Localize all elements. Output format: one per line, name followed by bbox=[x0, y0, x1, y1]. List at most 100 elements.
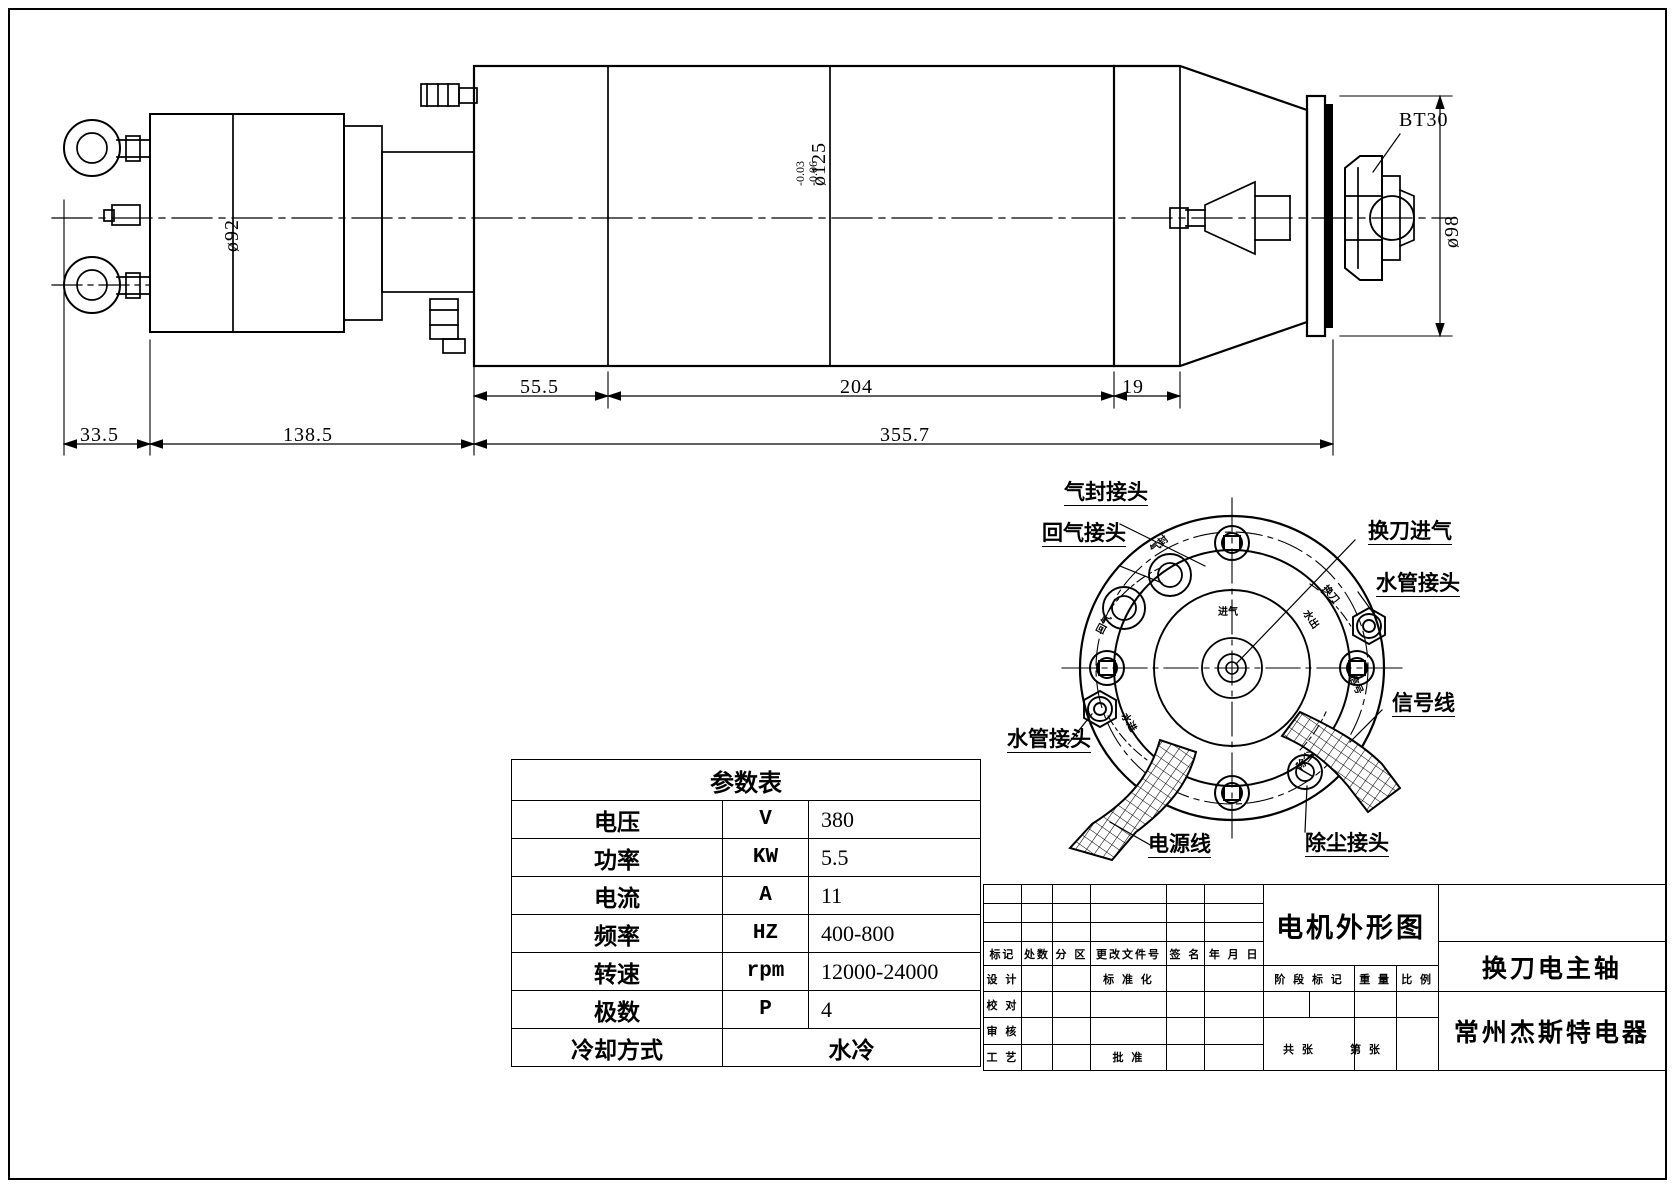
rev-cell bbox=[1166, 922, 1205, 943]
rev-cell bbox=[1089, 903, 1168, 924]
rev-cell bbox=[1020, 883, 1054, 905]
table-row: 转速 rpm 12000-24000 bbox=[511, 952, 981, 991]
dim-diameter-nose: ø98 bbox=[1441, 215, 1463, 248]
callout-water-pipe-right: 水管接头 bbox=[1376, 571, 1460, 597]
table-row: 功率 KW 5.5 bbox=[511, 838, 981, 877]
dim-diameter-rear: ø92 bbox=[221, 219, 243, 252]
rev-cell bbox=[1052, 883, 1091, 905]
scale-block bbox=[1395, 1017, 1439, 1071]
cooling-value: 水冷 bbox=[722, 1028, 981, 1067]
role-review-date bbox=[1052, 1017, 1091, 1045]
callout-air-return: 回气接头 bbox=[1042, 521, 1126, 547]
dim-length-front-step: 55.5 bbox=[520, 376, 559, 398]
rev-header-qty: 处数 bbox=[1020, 941, 1054, 967]
scale-value bbox=[1395, 991, 1439, 1019]
dim-length-rear-body: 138.5 bbox=[283, 424, 333, 446]
title-block-empty-top-right bbox=[1437, 883, 1667, 943]
callout-water-pipe-left: 水管接头 bbox=[1007, 727, 1091, 753]
param-unit: rpm bbox=[722, 952, 809, 991]
rev-cell bbox=[1089, 883, 1168, 905]
table-title-row: 参数表 bbox=[511, 759, 981, 801]
param-name: 电流 bbox=[511, 876, 723, 915]
approval-standardization-name bbox=[1166, 965, 1205, 993]
spare-cell bbox=[1203, 991, 1265, 1019]
drawing-title: 电机外形图 bbox=[1263, 883, 1439, 967]
role-check-name bbox=[1020, 991, 1054, 1019]
spare-cell bbox=[1166, 991, 1205, 1019]
sheet-border bbox=[8, 8, 1667, 1180]
role-design-name bbox=[1020, 965, 1054, 993]
rev-header-sign: 签 名 bbox=[1166, 941, 1205, 967]
table-row: 电流 A 11 bbox=[511, 876, 981, 915]
rev-cell bbox=[1089, 922, 1168, 943]
weight-value bbox=[1353, 991, 1397, 1019]
rev-header-mark: 标记 bbox=[983, 941, 1022, 967]
param-name: 极数 bbox=[511, 990, 723, 1029]
drawing-subject: 换刀电主轴 bbox=[1437, 941, 1667, 993]
param-value: 5.5 bbox=[808, 838, 981, 877]
rev-cell bbox=[983, 903, 1022, 924]
approval-approve-date bbox=[1203, 1043, 1265, 1072]
dim-tolerance-lower: -0.06 bbox=[805, 161, 820, 186]
approval-approve-name bbox=[1166, 1043, 1205, 1072]
param-value: 4 bbox=[808, 990, 981, 1029]
role-process: 工 艺 bbox=[983, 1043, 1022, 1072]
rev-header-date: 年 月 日 bbox=[1203, 941, 1265, 967]
param-value: 11 bbox=[808, 876, 981, 915]
rev-cell bbox=[1166, 883, 1205, 905]
param-unit: P bbox=[722, 990, 809, 1029]
sheet-total-label: 共 张 bbox=[1283, 1043, 1315, 1056]
param-name: 转速 bbox=[511, 952, 723, 991]
parameter-table: 参数表 电压 V 380 功率 KW 5.5 电流 A 11 频率 HZ 400… bbox=[511, 759, 981, 1067]
rev-cell bbox=[1203, 903, 1265, 924]
dim-tolerance-upper: -0.03 bbox=[793, 161, 807, 186]
param-name: 频率 bbox=[511, 914, 723, 953]
weight-header: 重 量 bbox=[1353, 965, 1397, 993]
param-value: 12000-24000 bbox=[808, 952, 981, 991]
role-review-name bbox=[1020, 1017, 1054, 1045]
rev-cell bbox=[1203, 883, 1265, 905]
spare-cell bbox=[1089, 991, 1168, 1019]
table-row: 极数 P 4 bbox=[511, 990, 981, 1029]
param-value: 380 bbox=[808, 800, 981, 839]
param-value: 400-800 bbox=[808, 914, 981, 953]
company-name: 常州杰斯特电器 bbox=[1437, 991, 1667, 1071]
role-process-date bbox=[1052, 1043, 1091, 1072]
dim-length-nose: 19 bbox=[1122, 376, 1144, 398]
dim-length-total: 355.7 bbox=[880, 424, 930, 446]
param-unit: A bbox=[722, 876, 809, 915]
role-check: 校 对 bbox=[983, 991, 1022, 1019]
stage-mark-block bbox=[1263, 1017, 1355, 1071]
table-row-cooling: 冷却方式 水冷 bbox=[511, 1028, 981, 1067]
rev-cell bbox=[1052, 922, 1091, 943]
param-name: 电压 bbox=[511, 800, 723, 839]
param-unit: KW bbox=[722, 838, 809, 877]
callout-power-line: 电源线 bbox=[1148, 832, 1211, 858]
rev-cell bbox=[1166, 903, 1205, 924]
scale-header: 比 例 bbox=[1395, 965, 1439, 993]
rev-cell bbox=[1052, 903, 1091, 924]
role-check-date bbox=[1052, 991, 1091, 1019]
rev-cell bbox=[983, 883, 1022, 905]
stage-mark-header: 阶 段 标 记 bbox=[1263, 965, 1355, 993]
sheet-number-label: 第 张 bbox=[1350, 1043, 1382, 1056]
param-name: 功率 bbox=[511, 838, 723, 877]
callout-signal-line: 信号线 bbox=[1392, 691, 1455, 717]
rev-cell bbox=[1020, 903, 1054, 924]
parameter-table-title: 参数表 bbox=[511, 759, 981, 801]
approval-standardization-date bbox=[1203, 965, 1265, 993]
callout-air-seal: 气封接头 bbox=[1064, 480, 1148, 506]
cooling-name: 冷却方式 bbox=[511, 1028, 723, 1067]
role-review: 审 核 bbox=[983, 1017, 1022, 1045]
callout-tool-change-air: 换刀进气 bbox=[1368, 519, 1452, 545]
approval-approve: 批 准 bbox=[1089, 1043, 1168, 1072]
rev-cell bbox=[1020, 922, 1054, 943]
rev-cell bbox=[983, 922, 1022, 943]
param-unit: HZ bbox=[722, 914, 809, 953]
table-row: 频率 HZ 400-800 bbox=[511, 914, 981, 953]
rev-cell bbox=[1203, 922, 1265, 943]
dim-length-rear-overhang: 33.5 bbox=[80, 424, 119, 446]
spare-cell bbox=[1203, 1017, 1265, 1045]
